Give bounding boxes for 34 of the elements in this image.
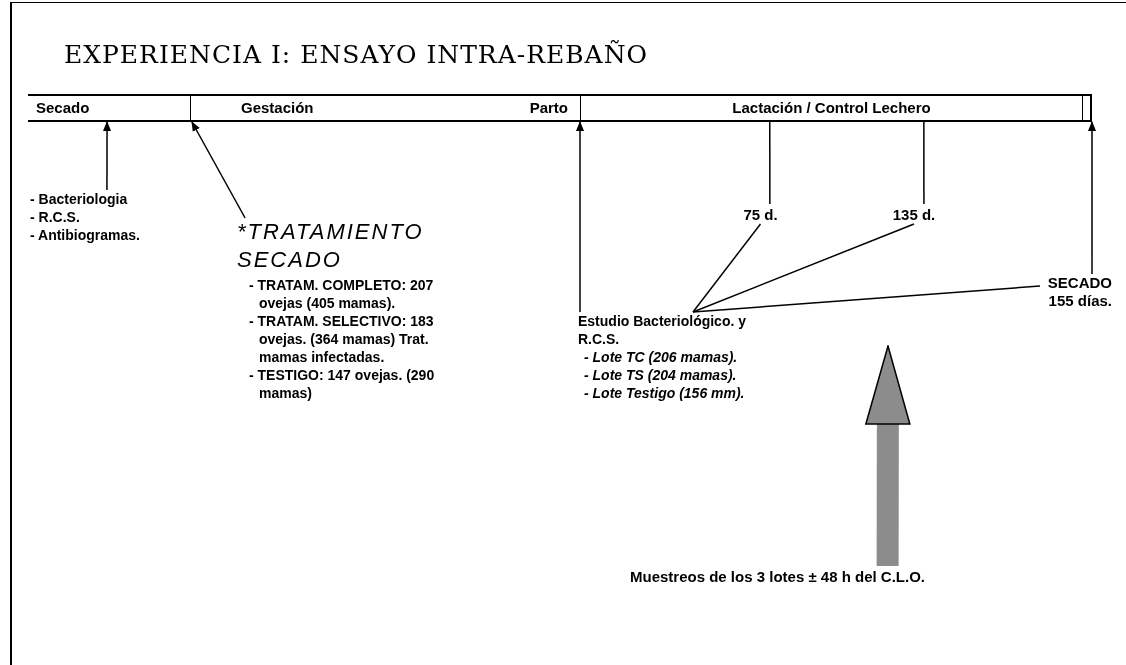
diagram-title: EXPERIENCIA I: ENSAYO INTRA-REBAÑO	[64, 39, 649, 71]
connector-line	[692, 285, 1041, 313]
timeline-end-cell	[1082, 94, 1092, 122]
timeline-cell	[190, 94, 580, 122]
block-arrow	[865, 345, 911, 567]
day-label: 75 d.	[733, 204, 788, 224]
day-label: 135 d.	[883, 204, 945, 224]
treatment-item: - TRATAM. COMPLETO: 207 ovejas (405 mamas).	[248, 276, 435, 312]
drying-label: SECADO 155 días.	[1040, 274, 1118, 314]
phase-label: Parto	[529, 97, 568, 118]
phase-label: Secado	[36, 97, 90, 118]
arrow	[191, 121, 246, 219]
list-item: - Bacteriologia	[30, 190, 128, 208]
treatment-item: - TRATAM. SELECTIVO: 183 ovejas. (364 mamas) Trat. mamas infectadas.	[248, 312, 435, 366]
connector-line	[923, 121, 925, 205]
lot-item: - Lote TC (206 mamas).	[583, 348, 739, 366]
connector-line	[769, 121, 771, 205]
list-item: - Antibiogramas.	[30, 226, 140, 244]
study-heading: Estudio Bacteriológico. y R.C.S.	[578, 312, 748, 348]
connector-line	[692, 223, 915, 313]
arrow	[576, 121, 584, 313]
list-item: - R.C.S.	[30, 208, 80, 226]
connector-line	[692, 223, 762, 313]
treatment-heading: *TRATAMIENTO SECADO	[237, 218, 425, 274]
sampling-note: Muestreos de los 3 lotes ± 48 h del C.L.O.	[630, 566, 1090, 588]
arrow	[103, 121, 112, 191]
arrow	[1088, 121, 1096, 275]
phase-label: Gestación	[241, 97, 314, 118]
lot-item: - Lote TS (204 mamas).	[583, 366, 738, 384]
timeline-cell	[28, 94, 190, 122]
lot-item: - Lote Testigo (156 mm).	[583, 384, 746, 402]
treatment-item: - TESTIGO: 147 ovejas. (290 mamas)	[248, 366, 436, 402]
timeline-cell	[580, 94, 1082, 122]
phase-label: Lactación / Control Lechero	[732, 97, 931, 118]
